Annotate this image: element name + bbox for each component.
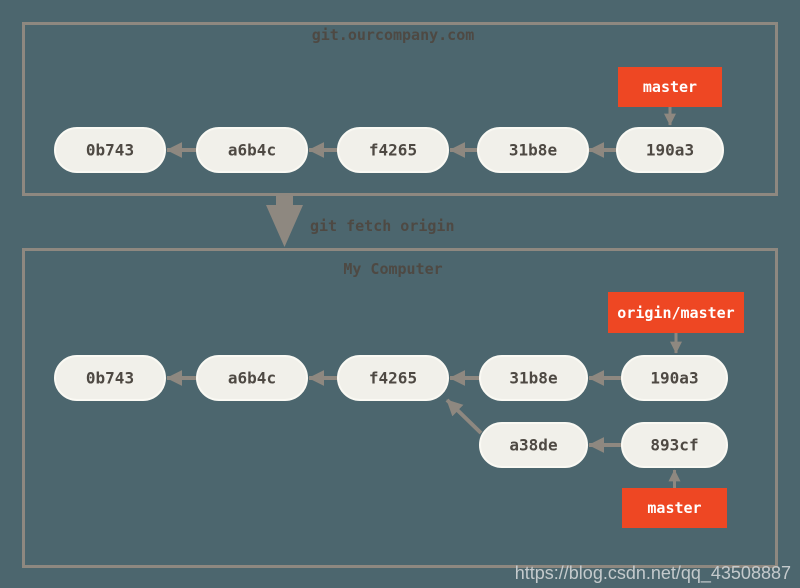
fetch-command-label: git fetch origin: [310, 217, 455, 235]
local-repo-title: My Computer: [343, 260, 442, 278]
remote-repo-title: git.ourcompany.com: [312, 26, 475, 44]
commit-pill: [479, 422, 588, 468]
commit-hash: 31b8e: [509, 369, 557, 388]
commit-hash: 190a3: [646, 141, 694, 160]
branch-pill: [622, 488, 727, 528]
commit-pill: [621, 422, 728, 468]
commit-node: 190a3: [621, 355, 728, 401]
commit-hash: a6b4c: [228, 369, 276, 388]
commit-pill: [196, 355, 308, 401]
commit-node: f4265: [337, 355, 449, 401]
commit-hash: f4265: [369, 141, 417, 160]
commit-node: a38de: [479, 422, 588, 468]
remote-master-branch-label: master: [618, 67, 722, 126]
branch-pill: [618, 67, 722, 107]
commit-node: 893cf: [621, 422, 728, 468]
commit-node: 31b8e: [477, 127, 589, 173]
branch-name: origin/master: [617, 304, 734, 322]
commit-node: 31b8e: [479, 355, 588, 401]
commit-node: 190a3: [616, 127, 724, 173]
branch-name: master: [647, 499, 701, 517]
local-repo-box: [22, 248, 778, 568]
origin-master-branch-label: origin/master: [608, 292, 744, 354]
commit-hash: 0b743: [86, 141, 134, 160]
fetch-transfer: git fetch origin: [266, 193, 455, 247]
commit-pill: [477, 127, 589, 173]
local-master-branch-label: master: [622, 469, 727, 528]
commit-pill: [196, 127, 308, 173]
commit-pill: [54, 127, 166, 173]
commit-pill: [54, 355, 166, 401]
commit-node: a6b4c: [196, 355, 308, 401]
commit-node: 0b743: [54, 355, 166, 401]
commit-node: f4265: [337, 127, 449, 173]
commit-hash: a6b4c: [228, 141, 276, 160]
commit-pill: [337, 127, 449, 173]
commit-hash: 31b8e: [509, 141, 557, 160]
commit-pill: [621, 355, 728, 401]
commit-node: 0b743: [54, 127, 166, 173]
branch-name: master: [643, 78, 697, 96]
commit-pill: [479, 355, 588, 401]
remote-repo-box: [22, 22, 778, 196]
commit-node: a6b4c: [196, 127, 308, 173]
commit-hash: 0b743: [86, 369, 134, 388]
branch-pill: [608, 292, 744, 333]
commit-hash: a38de: [509, 436, 557, 455]
commit-pill: [337, 355, 449, 401]
commit-pill: [616, 127, 724, 173]
watermark-url: https://blog.csdn.net/qq_43508887: [515, 563, 791, 584]
commit-hash: 190a3: [650, 369, 698, 388]
local-repo-section: My Computer 0b743 a6b4c f4265 31b8e 190a…: [22, 248, 778, 568]
commit-hash: f4265: [369, 369, 417, 388]
commit-edge-diagonal: [445, 398, 483, 435]
commit-hash: 893cf: [650, 436, 698, 455]
remote-repo-section: git.ourcompany.com 0b743 a6b4c f4265 31b…: [22, 22, 778, 196]
fetch-arrow-icon: [266, 193, 303, 247]
